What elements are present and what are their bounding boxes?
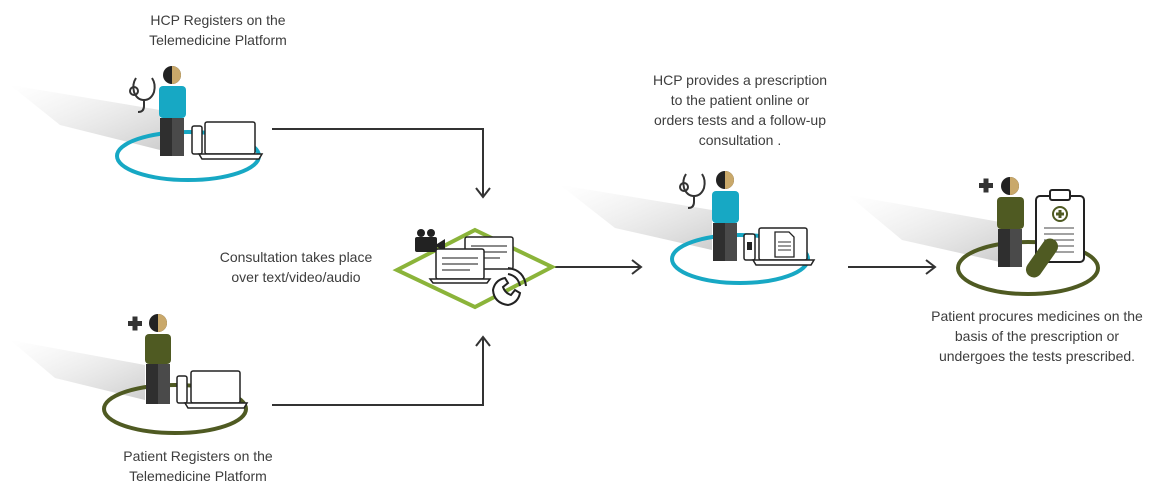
hcp-prescription-figure <box>560 171 816 285</box>
hcp-person <box>159 66 186 156</box>
platform-ring <box>102 383 248 435</box>
hcp-register-line-1: HCP Registers on the <box>150 12 286 28</box>
hcp-person <box>712 171 739 261</box>
hcp-register-figure <box>10 66 264 182</box>
consultation-figure <box>392 227 557 310</box>
video-camera-icon <box>415 229 445 252</box>
connector-arrows <box>272 128 937 406</box>
platform-ring <box>956 240 1100 296</box>
laptop-icon <box>428 248 492 284</box>
figure-shadow <box>848 195 1000 262</box>
figure-shadow <box>560 185 712 250</box>
patient-person <box>145 314 171 404</box>
prescription-line-2: to the patient online or <box>670 92 810 108</box>
patient-person <box>997 177 1024 267</box>
consultation-caption: Consultation takes place over text/video… <box>196 247 396 287</box>
document-icon <box>774 231 795 258</box>
arrow-patient-to-consult <box>272 337 484 406</box>
arrow-consult-to-hcp-head <box>631 259 643 275</box>
medical-cross-icon <box>128 316 142 331</box>
patient-procure-figure <box>848 177 1100 296</box>
procure-line-1: Patient procures medicines on the <box>931 308 1143 324</box>
arrow-hcp-to-patient-head <box>925 259 937 275</box>
prescription-line-3: orders tests and a follow-up <box>654 112 826 128</box>
patient-register-caption: Patient Registers on the Telemedicine Pl… <box>78 446 318 486</box>
arrow-hcp-to-consult <box>272 128 484 196</box>
arrow-patient-to-consult-head <box>475 335 491 347</box>
pill-icon <box>1025 238 1059 278</box>
phone-icon <box>176 375 188 404</box>
figure-shadow <box>10 340 145 400</box>
laptop-icon <box>183 370 249 409</box>
patient-register-figure <box>10 314 249 435</box>
prescription-caption: HCP provides a prescription to the patie… <box>620 70 860 150</box>
prescription-line-1: HCP provides a prescription <box>652 72 828 88</box>
procure-line-3: undergoes the tests prescribed. <box>938 348 1136 364</box>
phone-icon <box>191 125 203 155</box>
platform-ring <box>670 233 810 285</box>
stethoscope-icon <box>679 173 706 209</box>
consult-diamond <box>392 227 557 310</box>
procure-line-2: basis of the prescription or <box>954 328 1120 344</box>
arrow-hcp-to-consult-head <box>475 187 491 199</box>
stethoscope-icon <box>129 77 156 113</box>
hcp-register-caption: HCP Registers on the Telemedicine Platfo… <box>108 10 328 50</box>
figure-shadow <box>10 85 160 150</box>
consultation-line-1: Consultation takes place <box>219 249 373 265</box>
patient-register-line-1: Patient Registers on the <box>123 448 273 464</box>
phone-icon <box>743 233 756 261</box>
prescription-line-4: consultation . <box>698 132 782 148</box>
medical-cross-icon <box>979 178 993 193</box>
procure-caption: Patient procures medicines on the basis … <box>906 306 1168 366</box>
consultation-line-2: over text/video/audio <box>231 269 361 285</box>
laptop-icon <box>197 121 264 160</box>
telephone-icon <box>491 267 527 307</box>
hcp-register-line-2: Telemedicine Platform <box>149 32 287 48</box>
patient-register-line-2: Telemedicine Platform <box>129 468 267 484</box>
